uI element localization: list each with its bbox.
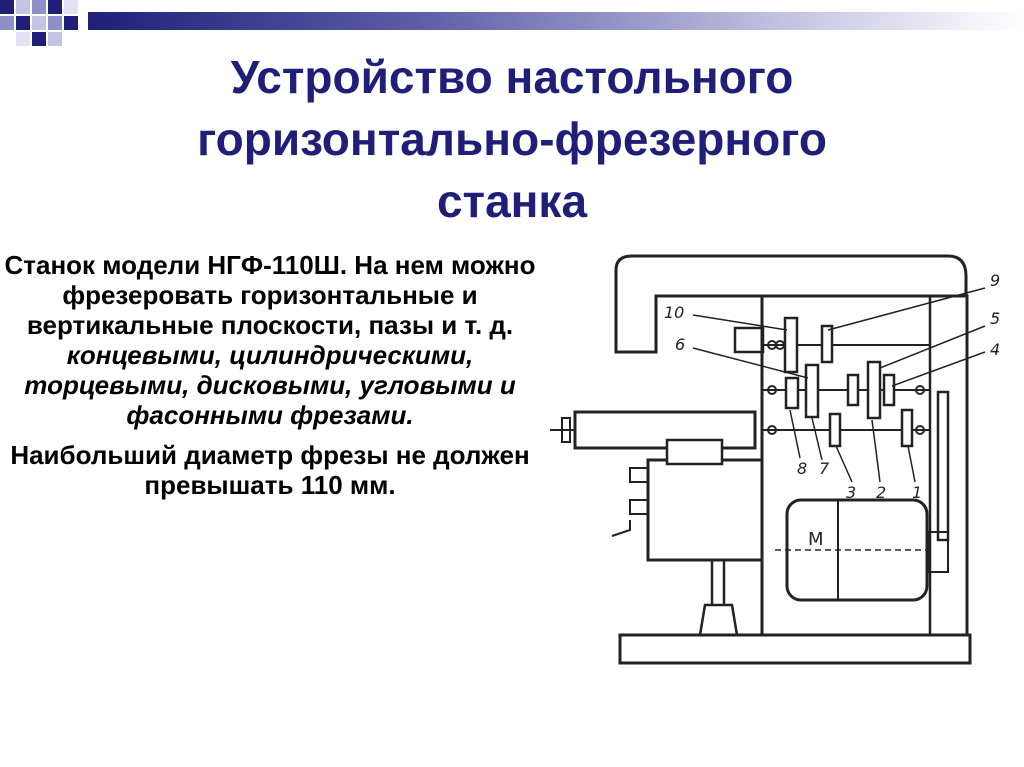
callout-6: 6 — [675, 335, 685, 354]
machine-description-text: Станок модели НГФ-110Ш. На нем можно фре… — [4, 250, 536, 340]
callout-10: 10 — [664, 303, 684, 322]
cutter-types-text: концевыми, цилиндрическими, торцевыми, д… — [24, 340, 516, 430]
machine-description-paragraph: Станок модели НГФ-110Ш. На нем можно фре… — [0, 250, 540, 430]
slide-title: Устройство настольного горизонтально-фре… — [60, 46, 964, 232]
slide-title-line-2: горизонтально-фрезерного — [197, 113, 827, 165]
slide-body: Станок модели НГФ-110Ш. На нем можно фре… — [0, 250, 540, 500]
callout-5: 5 — [990, 309, 1000, 328]
machine-base — [618, 633, 972, 665]
milling-machine-diagram: М 10 6 9 5 4 8 7 3 2 1 — [550, 254, 1000, 665]
callout-2: 2 — [876, 483, 886, 502]
callout-8: 8 — [797, 459, 807, 478]
slide-corner-decoration — [0, 0, 78, 46]
overarm — [614, 254, 968, 354]
slide-title-line-3: станка — [436, 175, 588, 227]
slide-title-line-1: Устройство настольного — [230, 51, 794, 103]
knee — [646, 458, 764, 562]
worktable — [573, 410, 757, 450]
callout-4: 4 — [990, 340, 1000, 359]
motor-label: М — [808, 529, 824, 550]
callout-7: 7 — [819, 459, 830, 478]
callout-3: 3 — [846, 483, 856, 502]
belt-drive — [936, 390, 950, 542]
callout-1: 1 — [912, 483, 922, 502]
max-cutter-diameter-paragraph: Наибольший диаметр фрезы не должен превы… — [10, 440, 530, 500]
callout-9: 9 — [990, 271, 1000, 290]
title-accent-bar — [88, 12, 1024, 30]
